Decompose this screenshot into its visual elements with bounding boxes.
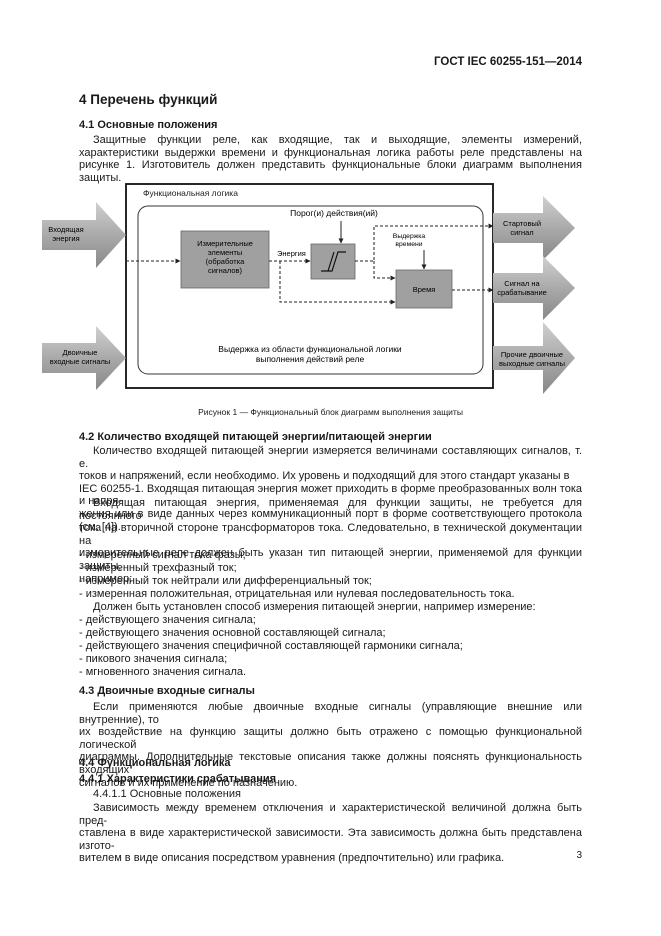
text-line: сигналов и их применение по назначению. <box>79 776 298 789</box>
threshold-label: Порог(и) действия(ий) <box>290 208 378 218</box>
output-start-label-2: сигнал <box>510 228 533 237</box>
text-line: ставлена в виде характеристической завис… <box>79 827 582 852</box>
list-item: - измеренная положительная, отрицательна… <box>79 588 515 600</box>
bottom-note-1: Выдержка из области функциональной логик… <box>218 344 402 354</box>
function-block-diagram: Функциональная логика Входящая энергия Д… <box>42 183 575 394</box>
input-binary-label-2: входные сигналы <box>50 357 111 366</box>
paragraph-4-2-2: Входящая питающая энергия, применяемая д… <box>79 497 582 585</box>
threshold-block <box>310 243 356 280</box>
heading-4-1: 4.1 Основные положения <box>79 119 218 131</box>
figure-caption: Рисунок 1 — Функциональный блок диаграмм… <box>198 407 463 417</box>
heading-4-2: 4.2 Количество входящей питающей энергии… <box>79 431 432 443</box>
input-energy-label-2: энергия <box>52 234 79 243</box>
heading-4-4-1-1: 4.4.1.1 Основные положения <box>93 788 241 800</box>
document-header: ГОСТ IEC 60255-151—2014 <box>434 56 582 68</box>
text-line: жения или в виде данных через коммуникац… <box>79 507 582 533</box>
delay-label-2: времени <box>395 241 422 248</box>
output-binary-arrow <box>493 322 575 394</box>
text-line: диаграммы. Дополнительные текстовые опис… <box>79 751 582 776</box>
text-line: вителем в виде описания посредством урав… <box>79 852 505 865</box>
delay-label-1: Выдержка <box>393 233 426 240</box>
text-line: например: <box>79 572 133 585</box>
output-trip-arrow <box>493 256 575 320</box>
text-line: Входящая питающая энергия, применяемая д… <box>79 497 582 522</box>
input-energy-arrow <box>42 202 126 268</box>
list-item: - действующего значения основной составл… <box>79 627 386 639</box>
text-line: измерительные реле должен быть указан ти… <box>79 547 582 572</box>
hysteresis-icon <box>321 251 346 272</box>
paragraph-4-3: Если применяются любые двоичные входные … <box>79 701 582 789</box>
measuring-label-4: сигналов) <box>208 266 243 275</box>
text-line: Зависимость между временем отключения и … <box>79 802 582 827</box>
output-trip-label-2: срабатывание <box>497 288 547 297</box>
heading-4-4-1: 4.4.1 Характеристики срабатывания <box>79 773 277 785</box>
functional-logic-label: Функциональная логика <box>143 188 238 198</box>
list-item: - пикового значения сигнала; <box>79 653 228 665</box>
time-label: Время <box>413 285 436 294</box>
text-line: тока на вторичной стороне трансформаторо… <box>79 522 582 547</box>
list-item: - действующего значения сигнала; <box>79 614 256 626</box>
list-item: - измеренный ток нейтрали или дифференци… <box>79 575 372 587</box>
list-item: - измеренный сигнал тока фазы; <box>79 549 246 561</box>
heading-4-3: 4.3 Двоичные входные сигналы <box>79 685 255 697</box>
paragraph-4-2-3: Должен быть установлен способ измерения … <box>93 601 536 613</box>
text-line: Если применяются любые двоичные входные … <box>79 701 582 726</box>
section-title: 4 Перечень функций <box>79 92 218 107</box>
measuring-label-2: элементы <box>208 248 243 257</box>
input-energy-label-1: Входящая <box>48 225 83 234</box>
text-line: токов и напряжений, если необходимо. Их … <box>79 470 570 483</box>
list-item: - мгновенного значения сигнала. <box>79 666 247 678</box>
time-block <box>395 269 453 309</box>
page-number: 3 <box>576 850 582 861</box>
measuring-label-3: (обработка <box>206 257 245 266</box>
paragraph-4-2-1: Количество входящей питающей энергии изм… <box>79 445 582 533</box>
text-line: IEC 60255-1. Входящая питающая энергия м… <box>79 482 582 508</box>
output-start-label-1: Стартовый <box>503 219 541 228</box>
output-start-arrow <box>493 196 575 260</box>
paragraph-4-4-1-1: Зависимость между временем отключения и … <box>79 802 582 865</box>
bottom-note-2: выполнения действий реле <box>256 354 365 364</box>
measuring-label-1: Измерительные <box>197 239 253 248</box>
heading-4-4: 4.4 Функциональная логика <box>79 757 231 769</box>
list-item: - действующего значения специфичной сост… <box>79 640 463 652</box>
paragraph-4-1: Защитные функции реле, как входящие, так… <box>79 134 582 184</box>
energy-label: Энергия <box>277 249 306 258</box>
output-trip-label-1: Сигнал на <box>504 279 540 288</box>
text-line: Количество входящей питающей энергии изм… <box>79 445 582 470</box>
output-binary-label-2: выходные сигналы <box>499 359 565 368</box>
input-binary-label-1: Двоичные <box>63 348 98 357</box>
text-line: их воздействие на функцию защиты должно … <box>79 726 582 751</box>
output-binary-label-1: Прочие двоичные <box>501 350 563 359</box>
measuring-elements-block <box>180 230 270 289</box>
input-binary-arrow <box>42 326 126 390</box>
list-item: - измеренный трехфазный ток; <box>79 562 237 574</box>
